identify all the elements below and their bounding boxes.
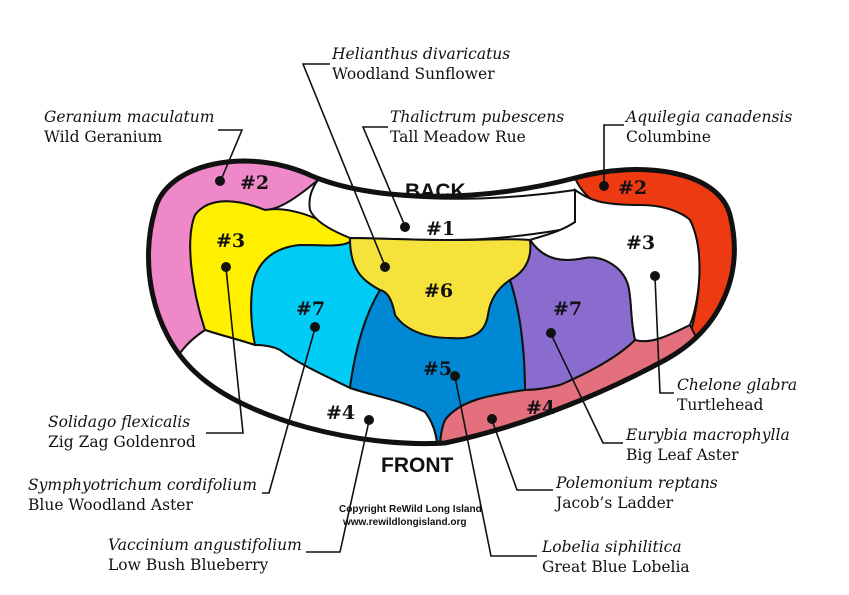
common-name: Big Leaf Aster bbox=[626, 446, 739, 464]
dot-geranium bbox=[215, 176, 225, 186]
dot-solidago bbox=[221, 262, 231, 272]
scientific-name: Symphyotrichum cordifolium bbox=[28, 476, 257, 494]
dot-aquilegia bbox=[599, 181, 609, 191]
zone-1-label: #1 bbox=[426, 218, 455, 240]
leader-lobelia bbox=[454, 376, 537, 557]
dot-symphyotrichum bbox=[310, 322, 320, 332]
plant-label-helianthus: Helianthus divaricatus Woodland Sunflowe… bbox=[331, 45, 510, 83]
leader-vaccinium bbox=[306, 420, 370, 553]
leader-geranium bbox=[218, 129, 244, 181]
common-name: Wild Geranium bbox=[44, 128, 163, 146]
dot-polemonium bbox=[487, 414, 497, 424]
copyright-url: www.rewildlongisland.org bbox=[342, 517, 467, 528]
leader-polemonium bbox=[491, 419, 553, 491]
scientific-name: Solidago flexicalis bbox=[48, 413, 190, 431]
plant-label-geranium: Geranium maculatum Wild Geranium bbox=[44, 108, 214, 146]
common-name: Tall Meadow Rue bbox=[390, 128, 526, 146]
scientific-name: Lobelia siphilitica bbox=[541, 538, 682, 556]
leader-lines bbox=[206, 63, 674, 557]
common-name: Great Blue Lobelia bbox=[542, 558, 690, 576]
zone-2-right-label: #2 bbox=[618, 177, 647, 199]
plant-label-aquilegia: Aquilegia canadensis Columbine bbox=[624, 108, 792, 146]
zone-7-left-label: #7 bbox=[296, 298, 325, 320]
zone-2-left-label: #2 bbox=[240, 172, 269, 194]
leader-aquilegia bbox=[603, 124, 624, 185]
common-name: Jacob’s Ladder bbox=[554, 494, 674, 512]
common-name: Columbine bbox=[626, 128, 711, 146]
dot-vaccinium bbox=[364, 415, 374, 425]
zone-3-right-label: #3 bbox=[626, 232, 655, 254]
zone-4-right-label: #4 bbox=[526, 397, 555, 419]
scientific-name: Eurybia macrophylla bbox=[625, 426, 790, 444]
dot-eurybia bbox=[546, 328, 556, 338]
dot-helianthus bbox=[380, 262, 390, 272]
scientific-name: Aquilegia canadensis bbox=[624, 108, 792, 126]
leader-helianthus bbox=[301, 63, 386, 267]
plant-label-solidago: Solidago flexicalis Zig Zag Goldenrod bbox=[48, 413, 196, 451]
zone-7-right-label: #7 bbox=[553, 298, 582, 320]
leader-solidago bbox=[206, 267, 244, 434]
leader-thalictrum bbox=[361, 126, 406, 227]
zone-3-left-label: #3 bbox=[216, 230, 245, 252]
plant-label-lobelia: Lobelia siphilitica Great Blue Lobelia bbox=[541, 538, 690, 576]
scientific-name: Geranium maculatum bbox=[44, 108, 214, 126]
leader-symphyotrichum bbox=[262, 327, 316, 494]
dot-lobelia bbox=[450, 371, 460, 381]
common-name: Turtlehead bbox=[677, 396, 763, 414]
plant-label-eurybia: Eurybia macrophylla Big Leaf Aster bbox=[625, 426, 790, 464]
zone-4-left-label: #4 bbox=[326, 402, 355, 424]
front-label: FRONT bbox=[381, 454, 453, 477]
zone-5-label: #5 bbox=[423, 358, 452, 380]
leader-chelone bbox=[654, 276, 674, 394]
leader-eurybia bbox=[550, 333, 623, 444]
plant-label-polemonium: Polemonium reptans Jacob’s Ladder bbox=[554, 474, 718, 512]
plant-label-symphyotrichum: Symphyotrichum cordifolium Blue Woodland… bbox=[28, 476, 257, 514]
zone-6-label: #6 bbox=[424, 280, 453, 302]
garden-bed-outline bbox=[145, 158, 737, 447]
scientific-name: Helianthus divaricatus bbox=[331, 45, 510, 63]
scientific-name: Polemonium reptans bbox=[555, 474, 718, 492]
scientific-name: Chelone glabra bbox=[677, 376, 797, 394]
common-name: Woodland Sunflower bbox=[332, 65, 495, 83]
common-name: Zig Zag Goldenrod bbox=[48, 433, 196, 451]
plant-label-chelone: Chelone glabra Turtlehead bbox=[677, 376, 797, 414]
back-label: BACK bbox=[405, 180, 466, 203]
scientific-name: Thalictrum pubescens bbox=[390, 108, 564, 126]
dot-chelone bbox=[650, 271, 660, 281]
plant-label-thalictrum: Thalictrum pubescens Tall Meadow Rue bbox=[390, 108, 564, 146]
scientific-name: Vaccinium angustifolium bbox=[108, 536, 302, 554]
common-name: Blue Woodland Aster bbox=[28, 496, 193, 514]
copyright-line: Copyright ReWild Long Island bbox=[339, 504, 482, 515]
dot-thalictrum bbox=[400, 222, 410, 232]
common-name: Low Bush Blueberry bbox=[108, 556, 268, 574]
plant-label-vaccinium: Vaccinium angustifolium Low Bush Blueber… bbox=[108, 536, 302, 574]
